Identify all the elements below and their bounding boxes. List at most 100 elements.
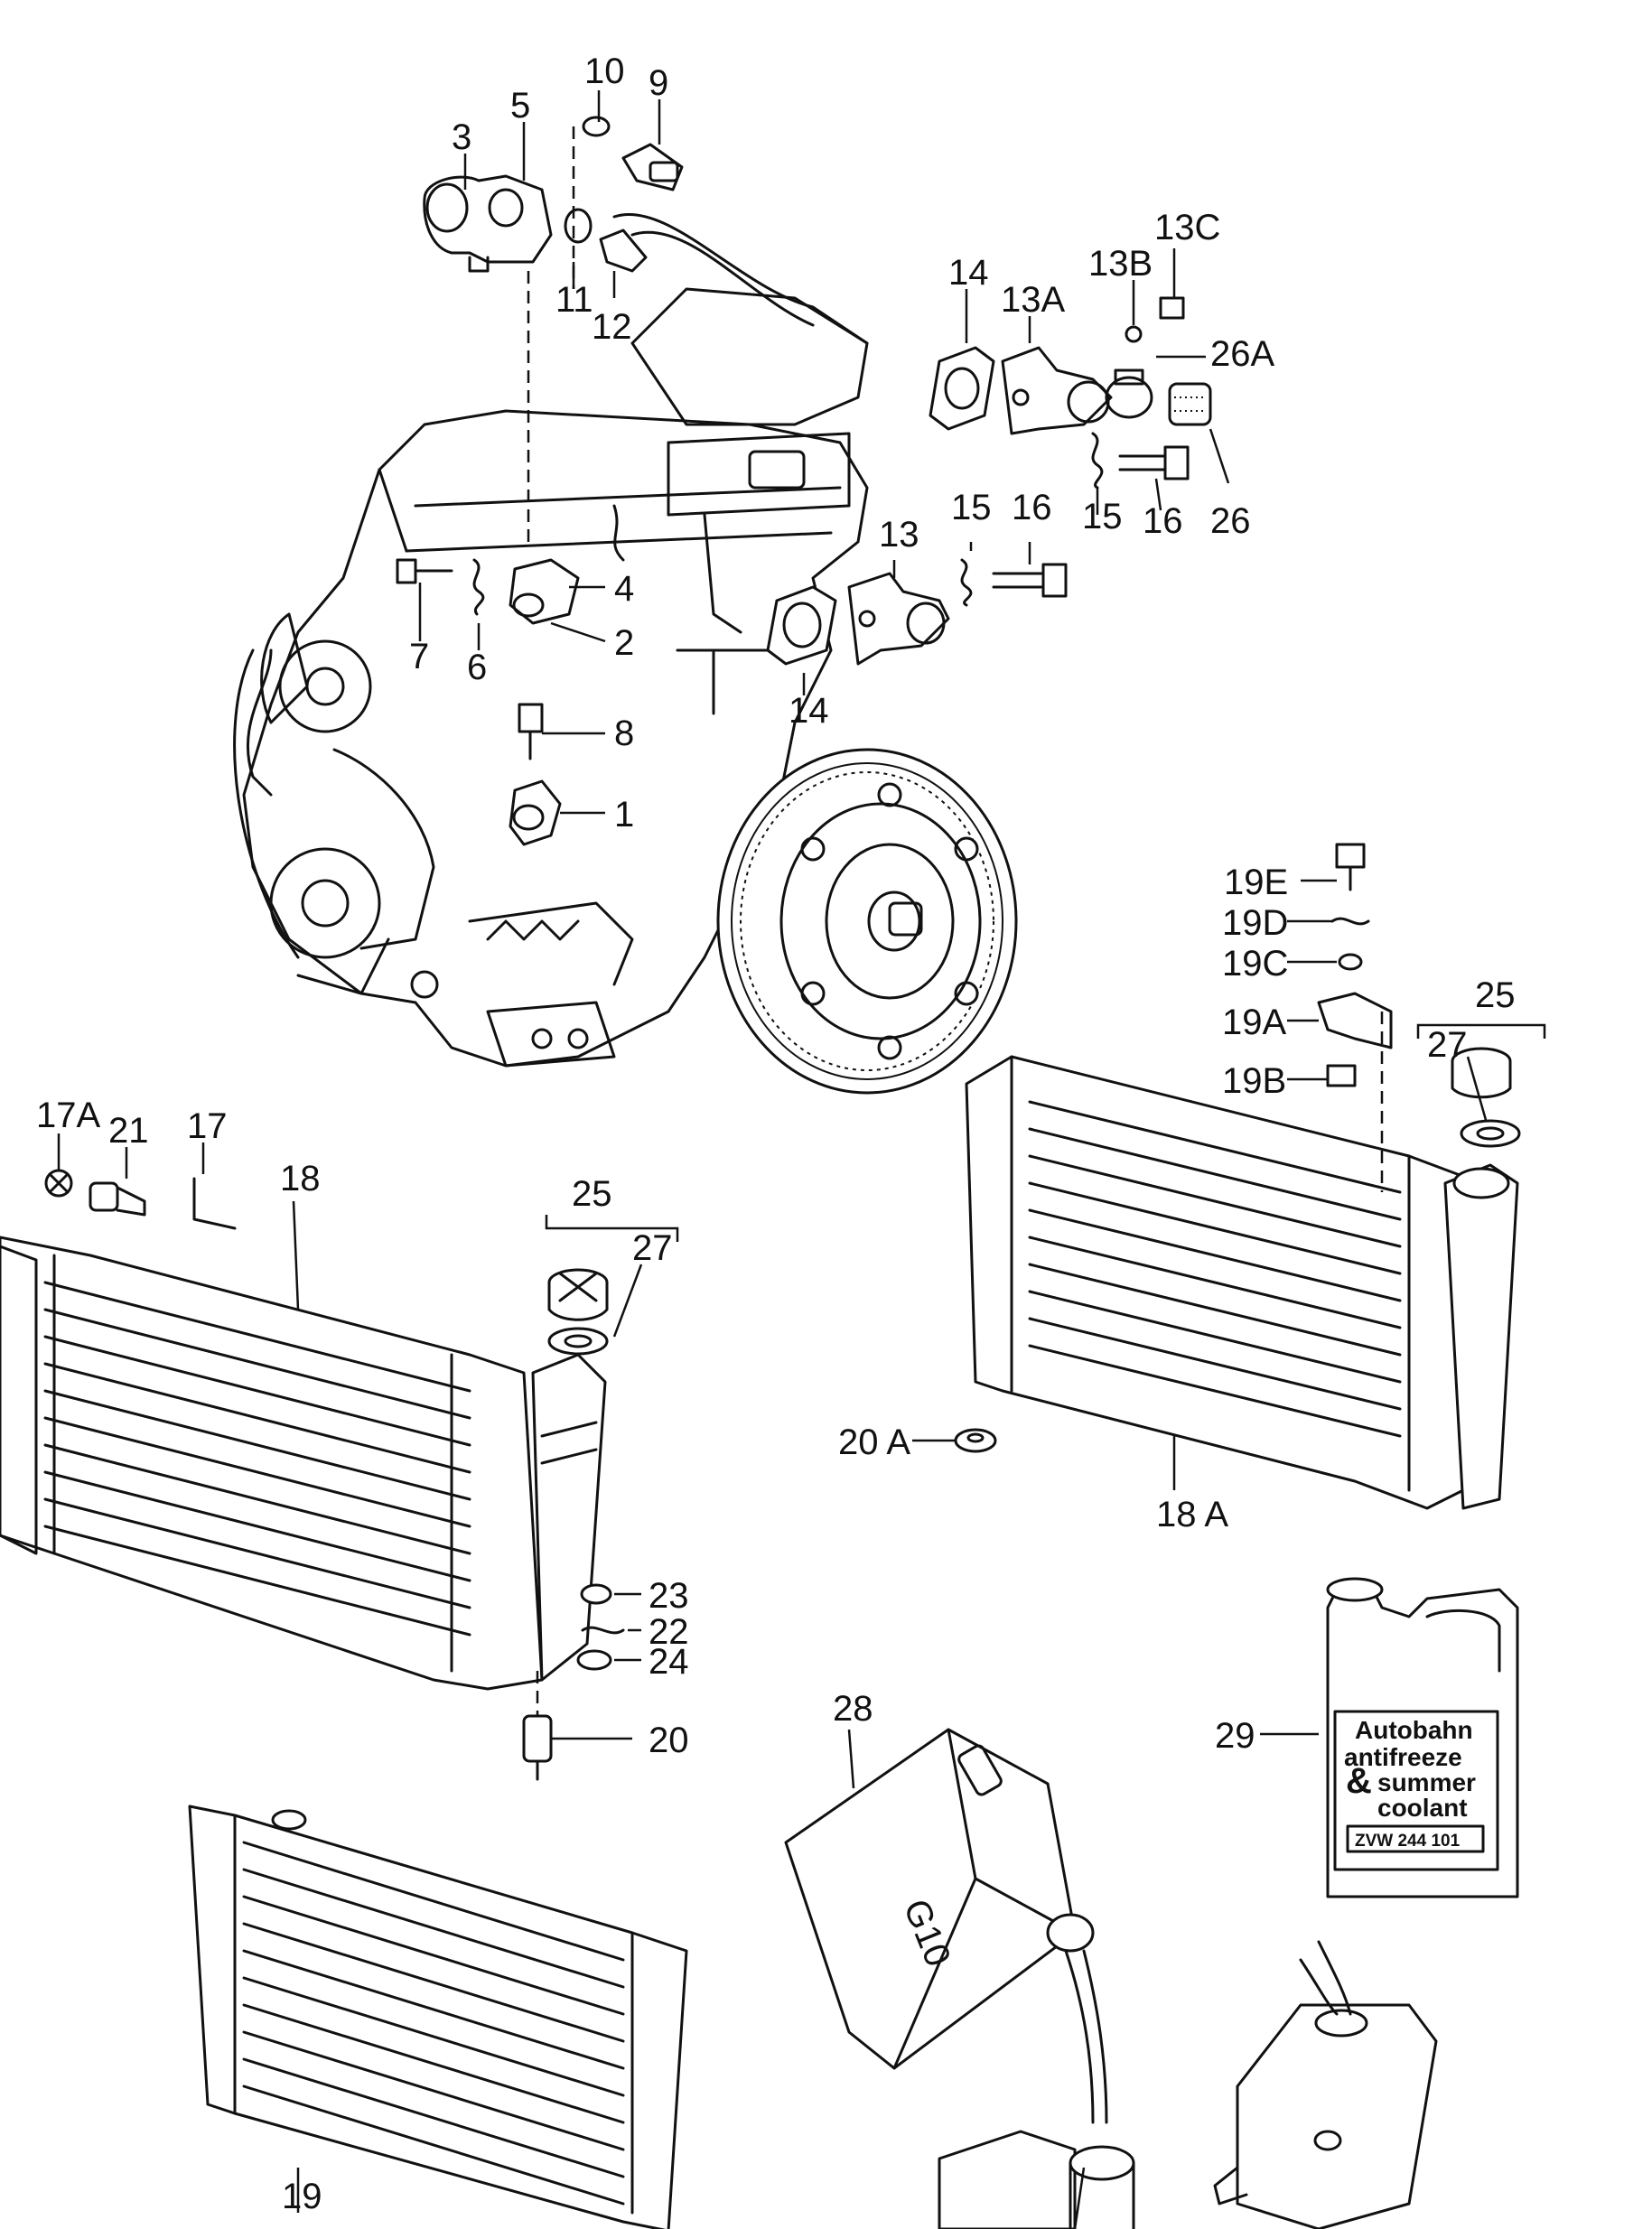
coolant-canister-28-illustration: G10 — [784, 1728, 1095, 2070]
bolt-7-illustration — [396, 558, 453, 584]
bottle-ampersand-text: & — [1346, 1761, 1372, 1801]
bottle-part-number: ZVW 244 101 — [1355, 1832, 1461, 1851]
callout-17a: 17A — [36, 1096, 100, 1135]
callout-5: 5 — [510, 86, 530, 126]
callout-18: 18 — [280, 1159, 321, 1198]
washer-22-illustration — [581, 1626, 625, 1635]
expansion-tank-illustration — [1213, 1940, 1438, 2229]
coolant-flange-13a-illustration — [1001, 346, 1113, 435]
washer-19d-illustration — [1330, 917, 1370, 926]
callout-16-upper: 16 — [1143, 501, 1183, 541]
callout-13b: 13B — [1088, 244, 1153, 284]
radiator-18a-illustration — [965, 1055, 1519, 1510]
thermostat-housing-illustration — [423, 116, 611, 273]
temperature-sender-9-illustration — [621, 143, 684, 191]
bracket-19a-illustration — [1317, 992, 1393, 1049]
callout-11: 11 — [555, 280, 593, 320]
callout-9: 9 — [649, 63, 668, 103]
radiator-19-illustration — [188, 1805, 688, 2229]
callout-14-upper: 14 — [948, 253, 989, 293]
nut-23-illustration — [580, 1583, 612, 1605]
bottle-product-text: antifreeze — [1344, 1743, 1462, 1771]
callout-20a: 20 A — [838, 1422, 910, 1462]
seal-6-illustration — [472, 558, 485, 616]
seal-27-left-illustration — [547, 1327, 609, 1356]
callout-6: 6 — [467, 648, 487, 687]
bolt-16-upper-illustration — [1118, 445, 1190, 480]
flywheel-illustration — [716, 748, 1018, 1095]
callout-19c: 19C — [1222, 944, 1288, 984]
washer-13b-illustration — [1125, 325, 1143, 343]
callout-29: 29 — [1215, 1716, 1255, 1756]
callout-18a: 18 A — [1156, 1495, 1228, 1534]
bolt-16-lower-illustration — [992, 563, 1068, 598]
connector-1-illustration — [509, 779, 562, 846]
gasket-14-lower-illustration — [766, 585, 837, 666]
callout-22: 22 — [649, 1612, 689, 1652]
callout-17: 17 — [187, 1106, 228, 1146]
callout-3: 3 — [452, 117, 471, 157]
washer-15-upper-illustration — [1091, 432, 1104, 490]
callout-21: 21 — [108, 1111, 149, 1151]
washer-15-lower-illustration — [960, 558, 973, 607]
callout-25-left: 25 — [572, 1174, 612, 1214]
callout-10: 10 — [584, 51, 625, 91]
radiator-cap-25-right-illustration — [1451, 1047, 1512, 1099]
connector-2-4-illustration — [509, 558, 580, 625]
callout-16-lower: 16 — [1012, 488, 1052, 527]
bracket-19b-illustration — [1326, 1064, 1357, 1087]
callout-24: 24 — [649, 1642, 689, 1682]
coolant-flange-13-illustration — [847, 572, 950, 666]
clip-17-illustration — [192, 1177, 237, 1230]
radiator-cap-25-left-illustration — [547, 1268, 609, 1321]
callout-15-upper: 15 — [1082, 497, 1123, 536]
sender-12-illustration — [599, 228, 648, 273]
callout-labels: 10 9 3 5 11 12 13C 13B 13A 14 26A 26 16 … — [36, 51, 1516, 2216]
callout-4: 4 — [614, 569, 634, 609]
callout-1: 1 — [614, 795, 634, 835]
callout-20: 20 — [649, 1721, 689, 1760]
callout-19e: 19E — [1224, 863, 1288, 902]
callout-27-left: 27 — [632, 1228, 673, 1268]
callout-13c: 13C — [1154, 208, 1220, 247]
callout-19d: 19D — [1222, 903, 1288, 943]
washer-19c-illustration — [1338, 953, 1363, 971]
callout-19a: 19A — [1222, 1003, 1286, 1042]
drain-plug-20-illustration — [522, 1714, 553, 1781]
callout-2: 2 — [614, 623, 634, 663]
screw-21-illustration — [89, 1181, 146, 1217]
washer-24-illustration — [576, 1649, 612, 1671]
coolant-pour-stream — [1064, 1949, 1095, 2124]
bolt-19e-illustration — [1335, 843, 1366, 891]
callout-13a: 13A — [1001, 280, 1065, 320]
bottle-summer-text: summer — [1377, 1768, 1476, 1796]
bottle-brand-text: Autobahn — [1355, 1716, 1473, 1744]
callout-26a: 26A — [1210, 334, 1274, 374]
callout-8: 8 — [614, 713, 634, 753]
callout-23: 23 — [649, 1576, 689, 1616]
clip-17a-illustration — [44, 1169, 73, 1198]
sender-8-illustration — [518, 703, 544, 760]
leader-lines — [57, 90, 1546, 2229]
callout-14-lower: 14 — [789, 691, 829, 731]
callout-28: 28 — [833, 1689, 873, 1729]
callout-19: 19 — [282, 2177, 322, 2216]
callout-26: 26 — [1210, 501, 1251, 541]
screw-13c-illustration — [1159, 296, 1185, 320]
callout-12: 12 — [592, 307, 632, 347]
callout-25-right: 25 — [1475, 975, 1516, 1015]
antifreeze-bottle-29-illustration: Autobahn antifreeze & summer coolant ZVW… — [1326, 1577, 1519, 1898]
callout-13: 13 — [879, 515, 919, 555]
gasket-13a-illustration — [929, 346, 995, 431]
radiator-filler-neck-illustration — [938, 2130, 1135, 2229]
bottle-coolant-text: coolant — [1377, 1794, 1468, 1822]
seal-27-right-illustration — [1460, 1119, 1521, 1148]
radiator-18-illustration — [0, 1236, 607, 1691]
rubber-mount-20a-illustration — [954, 1428, 997, 1453]
callout-15-lower: 15 — [951, 488, 992, 527]
hose-clamp-26a-illustration — [1105, 368, 1153, 419]
callout-19b: 19B — [1222, 1061, 1286, 1101]
callout-7: 7 — [409, 637, 429, 676]
hose-26-illustration — [1168, 382, 1212, 426]
